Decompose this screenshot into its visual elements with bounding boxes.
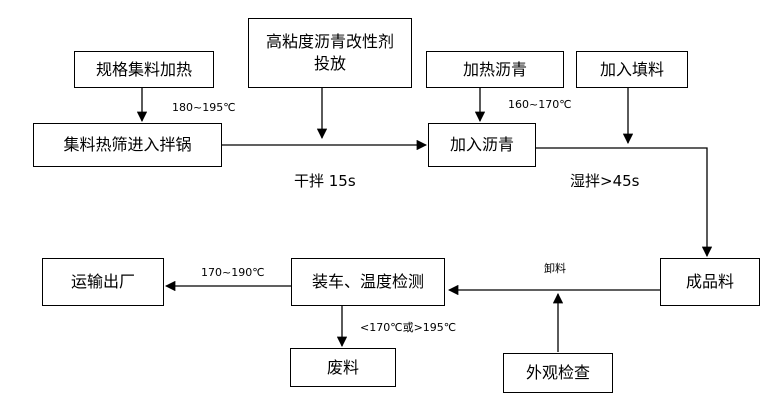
box-product-label: 成品料 [685,272,734,292]
label-temp-reject: <170℃或>195℃ [360,321,457,334]
label-temp-asphalt: 160~170℃ [508,98,572,111]
box-screen-mixer: 集料热筛进入拌锅 [33,123,222,167]
box-add-filler-label: 加入填料 [599,59,664,79]
label-temp-ship: 170~190℃ [201,266,265,279]
box-heat-aggregate: 规格集料加热 [74,51,214,88]
box-polymer-additive: 高粘度沥青改性剂 投放 [248,18,412,88]
label-dry-mix: 干拌 15s [294,172,356,190]
box-product: 成品料 [660,258,760,306]
box-add-filler: 加入填料 [576,51,688,88]
box-polymer-additive-line2: 投放 [313,54,346,73]
box-add-asphalt: 加入沥青 [428,123,536,167]
box-ship: 运输出厂 [42,258,164,306]
label-unload: 卸料 [544,262,566,275]
box-heat-aggregate-label: 规格集料加热 [95,59,192,79]
box-ship-label: 运输出厂 [70,272,135,292]
box-heat-asphalt: 加热沥青 [426,51,564,88]
box-visual-check: 外观检查 [503,353,613,393]
box-add-asphalt-label: 加入沥青 [449,135,514,155]
box-heat-asphalt-label: 加热沥青 [462,59,527,79]
label-temp-aggregate: 180~195℃ [172,101,236,114]
box-polymer-additive-line1: 高粘度沥青改性剂 [265,32,394,52]
arrow-add-asphalt-to-product [536,147,713,258]
box-screen-mixer-label: 集料热筛进入拌锅 [63,135,192,155]
box-load-check-label: 装车、温度检测 [311,272,424,292]
box-load-check: 装车、温度检测 [291,258,445,306]
box-waste-label: 废料 [326,357,359,377]
box-waste: 废料 [290,348,396,387]
box-visual-check-label: 外观检查 [525,363,590,383]
label-wet-mix: 湿拌>45s [570,172,640,190]
